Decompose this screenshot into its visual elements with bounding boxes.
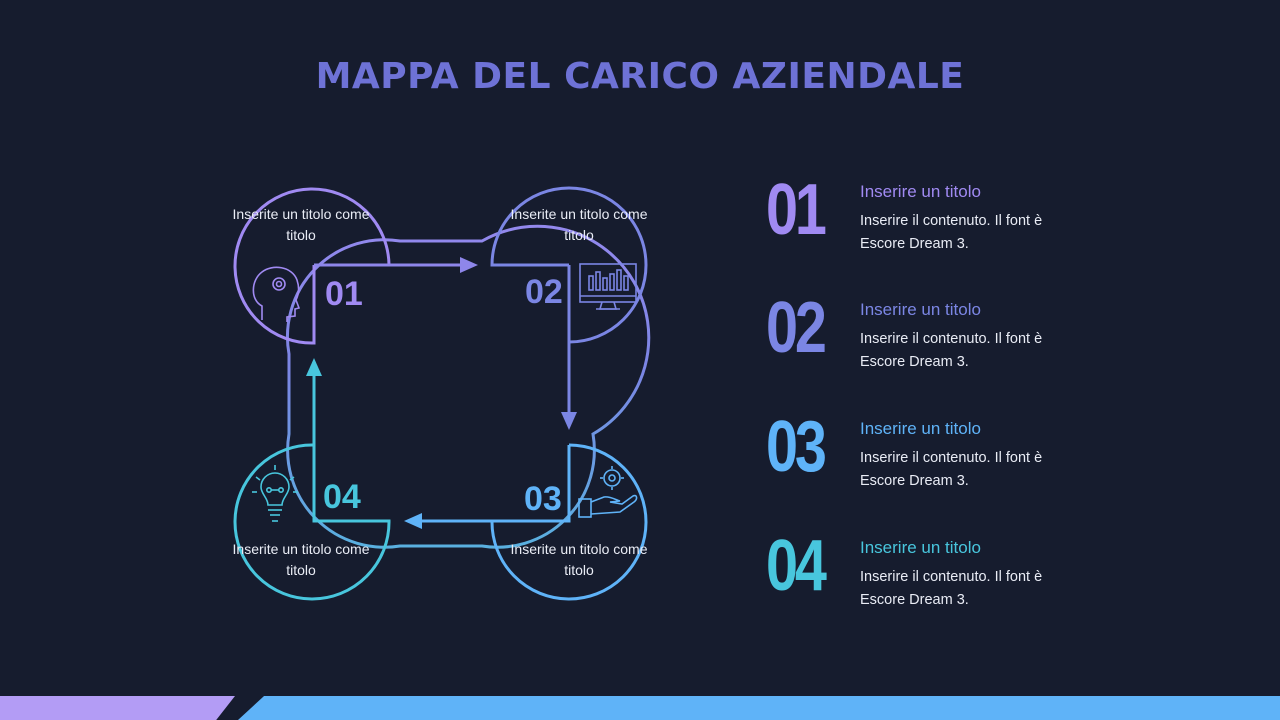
legend-item-4: 04 Inserire un titolo Inserire il conten… — [766, 530, 1086, 618]
footer-bar-right — [238, 696, 1280, 720]
footer-bar-left — [0, 696, 235, 720]
node-4-title-line1: Inserite un titolo come — [233, 541, 370, 557]
legend-number-4: 04 — [766, 526, 827, 606]
legend-text-4: Inserire il contenuto. Il font è Escore … — [860, 569, 1043, 608]
node-circle-3 — [490, 443, 648, 601]
arrow-1-to-2 — [314, 257, 478, 273]
node-2-number: 02 — [525, 273, 563, 311]
legend-title-2: Inserire un titolo — [860, 300, 981, 319]
head-gear-icon — [252, 266, 301, 322]
legend-item-3: 03 Inserire un titolo Inserire il conten… — [766, 411, 1086, 499]
legend-item-1: 01 Inserire un titolo Inserire il conten… — [766, 174, 1086, 262]
node-1-title-line1: Inserite un titolo come — [233, 206, 370, 222]
page-title: MAPPA DEL CARICO AZIENDALE — [315, 56, 965, 97]
monitor-chart-icon — [579, 263, 637, 310]
legend-title-1: Inserire un titolo — [860, 182, 981, 201]
node-3-title-line1: Inserite un titolo come — [511, 541, 648, 557]
legend-text-3: Inserire il contenuto. Il font è Escore … — [860, 450, 1043, 489]
legend-number-2: 02 — [766, 288, 827, 368]
node-circle-2 — [490, 186, 648, 344]
node-4-title-line2: titolo — [286, 562, 316, 578]
legend-item-2: 02 Inserire un titolo Inserire il conten… — [766, 292, 1086, 380]
legend-text-1: Inserire il contenuto. Il font è Escore … — [860, 213, 1043, 252]
arrow-4-to-1 — [306, 358, 322, 521]
node-circle-1 — [233, 187, 391, 345]
arrow-3-to-4 — [404, 513, 569, 529]
node-3-title-line2: titolo — [564, 562, 594, 578]
legend-number-1: 01 — [766, 170, 827, 250]
node-4-number: 04 — [323, 478, 361, 516]
node-3-number: 03 — [524, 480, 562, 518]
legend-title-4: Inserire un titolo — [860, 538, 981, 557]
lightbulb-icon — [252, 465, 298, 522]
hand-gear-icon — [578, 466, 638, 518]
legend-text-2: Inserire il contenuto. Il font è Escore … — [860, 331, 1043, 370]
node-circle-4 — [233, 443, 391, 601]
outer-outline — [285, 224, 651, 549]
legend-title-3: Inserire un titolo — [860, 419, 981, 438]
legend-number-3: 03 — [766, 407, 827, 487]
node-1-title-line2: titolo — [286, 227, 316, 243]
node-2-title-line2: titolo — [564, 227, 594, 243]
node-1-number: 01 — [325, 275, 363, 313]
node-2-title-line1: Inserite un titolo come — [511, 206, 648, 222]
arrow-2-to-3 — [561, 265, 577, 430]
